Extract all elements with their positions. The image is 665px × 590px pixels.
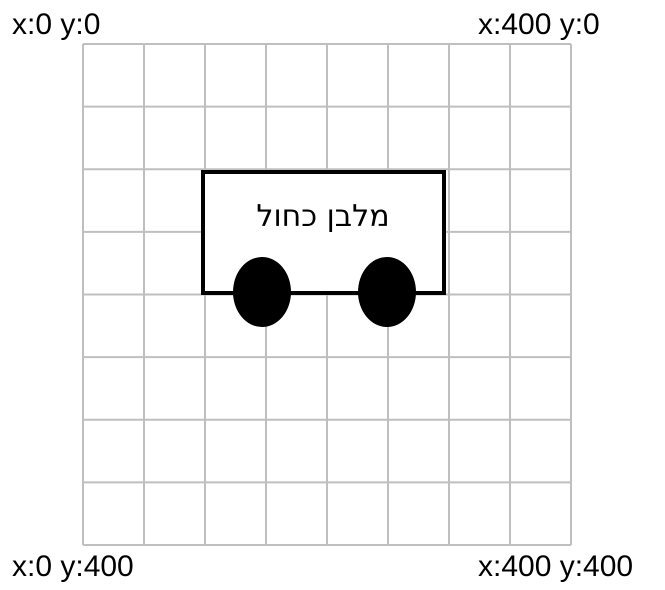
cart-wheel-left	[233, 257, 291, 327]
cart-wheel-right	[358, 257, 416, 327]
cart: מלבן כחול	[203, 172, 444, 327]
cart-label: מלבן כחול	[256, 199, 389, 234]
